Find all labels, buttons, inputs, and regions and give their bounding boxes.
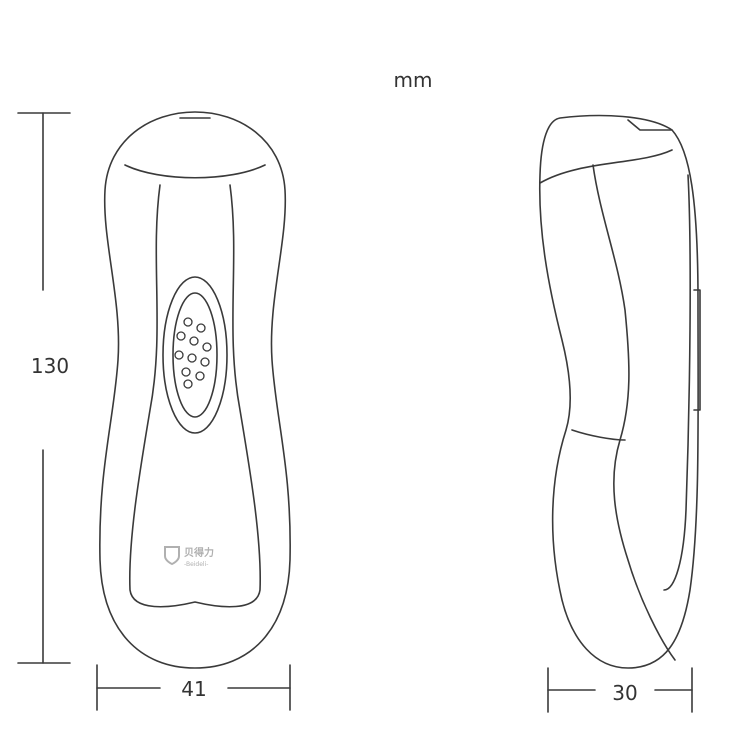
front-cap-line xyxy=(124,164,266,179)
button-dots xyxy=(174,317,212,389)
depth-dimension-line xyxy=(547,667,693,713)
front-outline xyxy=(99,111,291,669)
side-button-strip xyxy=(693,289,701,411)
front-width-label: 41 xyxy=(181,677,207,701)
front-inner-panel xyxy=(128,184,262,608)
button-oval-outer xyxy=(162,276,228,434)
side-inner-line xyxy=(592,164,676,661)
unit-label: mm xyxy=(393,68,433,92)
height-label: 130 xyxy=(30,354,70,378)
side-view xyxy=(538,114,701,669)
logo-shield-icon xyxy=(164,546,180,566)
button-oval-inner xyxy=(172,292,218,418)
side-depth-label: 30 xyxy=(612,681,638,705)
svg-text:贝得力: 贝得力 xyxy=(184,546,214,559)
side-cap-line xyxy=(539,149,673,184)
height-dimension-line xyxy=(17,112,71,664)
front-view xyxy=(99,111,291,669)
svg-text:-Beideli-: -Beideli- xyxy=(184,561,208,568)
side-outline xyxy=(538,114,699,669)
width-dimension-line xyxy=(96,664,291,711)
brand-logo: 贝得力 -Beideli- xyxy=(164,546,214,568)
